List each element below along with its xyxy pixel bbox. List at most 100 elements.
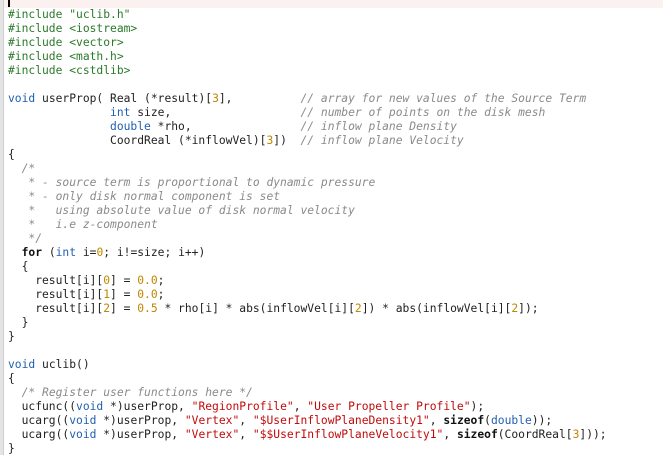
- code-line[interactable]: [8, 344, 663, 358]
- code-text: ] =: [110, 288, 138, 301]
- number-literal: 2: [354, 302, 362, 315]
- code-line[interactable]: ucarg((void *)userProp, "Vertex", "$$Use…: [8, 428, 663, 442]
- code-text: i=: [76, 246, 97, 259]
- code-text: userProp( Real (*result)[: [35, 92, 213, 105]
- code-text: }: [8, 330, 15, 343]
- preprocessor-directive: #include <math.h>: [8, 50, 124, 63]
- code-line[interactable]: #include <iostream>: [8, 22, 663, 36]
- code-text: ]));: [579, 428, 607, 441]
- number-literal: 3: [572, 428, 580, 441]
- keyword: void: [76, 400, 104, 413]
- code-line[interactable]: #include <cstdlib>: [8, 64, 663, 78]
- code-text: result[i][: [8, 274, 104, 287]
- code-text: [8, 386, 22, 399]
- code-text: ;: [157, 288, 165, 301]
- preprocessor-directive: #include "uclib.h": [8, 8, 131, 21]
- comment: // number of points on the disk mesh: [300, 106, 546, 119]
- preprocessor-directive: #include <iostream>: [8, 22, 138, 35]
- code-text: {: [8, 372, 15, 385]
- keyword: void: [8, 358, 36, 371]
- string-literal: "Vertex": [184, 428, 240, 441]
- current-code-line[interactable]: [4, 0, 663, 8]
- comment: /* Register user functions here */: [21, 386, 253, 399]
- code-line[interactable]: result[i][1] = 0.0;: [8, 288, 663, 302]
- code-line[interactable]: #include <vector>: [8, 36, 663, 50]
- comment: /*: [8, 162, 36, 175]
- code-line[interactable]: void uclib(): [8, 358, 663, 372]
- code-line[interactable]: * using absolute value of disk normal ve…: [8, 204, 663, 218]
- string-literal: "User Propeller Profile": [307, 400, 471, 413]
- keyword: void: [8, 92, 36, 105]
- keyword: void: [69, 414, 97, 427]
- comment: */: [8, 232, 43, 245]
- code-text: }: [8, 316, 29, 329]
- code-line[interactable]: #include <math.h>: [8, 50, 663, 64]
- code-line[interactable]: ucarg((void *)userProp, "Vertex", "$User…: [8, 414, 663, 428]
- code-text: * rho[i] * abs(inflowVel[i][: [157, 302, 355, 315]
- code-line[interactable]: * - only disk normal component is set: [8, 190, 663, 204]
- comment: * - source term is proportional to dynam…: [8, 176, 376, 189]
- number-literal: 0: [103, 274, 111, 287]
- code-text: );: [470, 400, 485, 413]
- code-text: ,: [443, 428, 457, 441]
- code-text: ,: [293, 400, 308, 413]
- code-line[interactable]: * - source term is proportional to dynam…: [8, 176, 663, 190]
- keyword: double: [490, 414, 532, 427]
- code-line[interactable]: CoordReal (*inflowVel)[3]) // inflow pla…: [8, 134, 663, 148]
- code-line[interactable]: {: [8, 148, 663, 162]
- code-text: result[i][: [8, 302, 104, 315]
- code-line[interactable]: double *rho, // inflow plane Density: [8, 120, 663, 134]
- number-literal: 2: [103, 302, 111, 315]
- bold-keyword: for: [21, 246, 43, 259]
- code-text: ;: [157, 274, 165, 287]
- code-text: uclib(): [35, 358, 90, 371]
- string-literal: "$$UserInflowPlaneVelocity1": [252, 428, 444, 441]
- code-text: ; i!=size; i++): [103, 246, 206, 259]
- number-literal: 1: [103, 288, 111, 301]
- code-text: {: [8, 148, 15, 161]
- code-line[interactable]: * i.e z-component: [8, 218, 663, 232]
- code-line[interactable]: /* Register user functions here */: [8, 386, 663, 400]
- code-line[interactable]: result[i][2] = 0.5 * rho[i] * abs(inflow…: [8, 302, 663, 316]
- number-literal: 0.0: [137, 274, 158, 287]
- code-line[interactable]: }: [8, 316, 663, 330]
- number-literal: 3: [266, 134, 274, 147]
- code-line[interactable]: void userProp( Real (*result)[3], // arr…: [8, 92, 663, 106]
- code-line[interactable]: }: [8, 442, 663, 455]
- comment: * i.e z-component: [8, 218, 158, 231]
- code-text: ucfunc((: [8, 400, 77, 413]
- code-text: [8, 120, 110, 133]
- code-line[interactable]: #include "uclib.h": [8, 8, 663, 22]
- bold-keyword: sizeof: [456, 428, 498, 441]
- code-line[interactable]: {: [8, 372, 663, 386]
- code-text: }: [8, 442, 15, 455]
- code-text: size,: [130, 106, 301, 119]
- code-lines[interactable]: #include "uclib.h"#include <iostream>#in…: [4, 0, 663, 455]
- comment: * - only disk normal component is set: [8, 190, 281, 203]
- code-text: ));: [531, 414, 553, 427]
- code-line[interactable]: [8, 78, 663, 92]
- preprocessor-directive: #include <vector>: [8, 36, 124, 49]
- number-literal: 2: [511, 302, 519, 315]
- code-text: result[i][: [8, 288, 104, 301]
- code-text: (CoordReal[: [497, 428, 573, 441]
- code-line[interactable]: ucfunc((void *)userProp, "RegionProfile"…: [8, 400, 663, 414]
- keyword: double: [110, 120, 151, 133]
- code-text: *)userProp,: [96, 414, 185, 427]
- code-text: ],: [218, 92, 301, 105]
- code-text: {: [8, 260, 29, 273]
- bold-keyword: sizeof: [443, 414, 485, 427]
- string-literal: "RegionProfile": [191, 400, 294, 413]
- keyword: void: [69, 428, 97, 441]
- code-line[interactable]: /*: [8, 162, 663, 176]
- code-line[interactable]: }: [8, 330, 663, 344]
- code-line[interactable]: for (int i=0; i!=size; i++): [8, 246, 663, 260]
- code-line[interactable]: int size, // number of points on the dis…: [8, 106, 663, 120]
- comment: // array for new values of the Source Te…: [300, 92, 587, 105]
- code-line[interactable]: result[i][0] = 0.0;: [8, 274, 663, 288]
- code-line[interactable]: */: [8, 232, 663, 246]
- code-line[interactable]: {: [8, 260, 663, 274]
- code-text: ,: [429, 414, 444, 427]
- comment: // inflow plane Velocity: [300, 134, 464, 147]
